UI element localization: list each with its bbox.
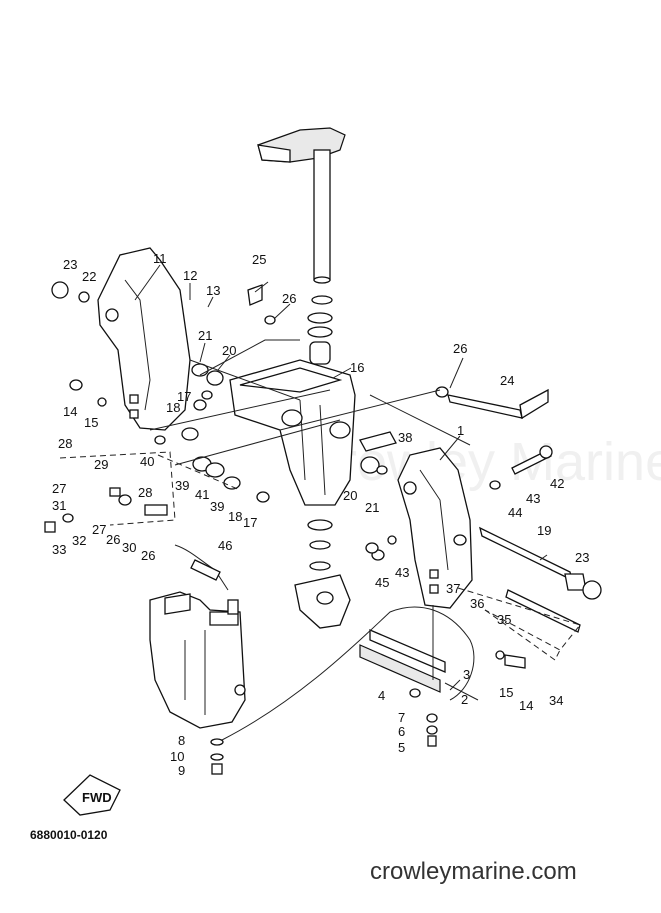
callout-38[interactable]: 38 xyxy=(398,430,412,445)
steering-shaft-illustration xyxy=(257,127,346,387)
callout-1[interactable]: 1 xyxy=(457,423,464,438)
callout-3[interactable]: 3 xyxy=(463,667,470,682)
callout-26[interactable]: 26 xyxy=(453,341,467,356)
callout-6[interactable]: 6 xyxy=(398,724,405,739)
callout-8[interactable]: 8 xyxy=(178,733,185,748)
callout-12[interactable]: 12 xyxy=(183,268,197,283)
left-clamp-bracket-illustration xyxy=(51,247,191,431)
callout-37[interactable]: 37 xyxy=(446,581,460,596)
callout-15[interactable]: 15 xyxy=(499,685,513,700)
callout-15[interactable]: 15 xyxy=(84,415,98,430)
callout-5[interactable]: 5 xyxy=(398,740,405,755)
callout-10[interactable]: 10 xyxy=(170,749,184,764)
callout-25[interactable]: 25 xyxy=(252,252,266,267)
callout-14[interactable]: 14 xyxy=(63,404,77,419)
callout-28[interactable]: 28 xyxy=(58,436,72,451)
callout-21[interactable]: 21 xyxy=(198,328,212,343)
callout-18[interactable]: 18 xyxy=(166,400,180,415)
callout-17[interactable]: 17 xyxy=(243,515,257,530)
callout-46[interactable]: 46 xyxy=(218,538,232,553)
callout-43[interactable]: 43 xyxy=(526,491,540,506)
callout-17[interactable]: 17 xyxy=(177,389,191,404)
callout-18[interactable]: 18 xyxy=(228,509,242,524)
power-trim-unit-illustration xyxy=(149,544,246,775)
callout-36[interactable]: 36 xyxy=(470,596,484,611)
callout-27[interactable]: 27 xyxy=(92,522,106,537)
callout-32[interactable]: 32 xyxy=(72,533,86,548)
callout-4[interactable]: 4 xyxy=(378,688,385,703)
website-watermark[interactable]: crowleymarine.com xyxy=(370,858,577,885)
callout-labels: 1 2 3 4 5 6 7 8 9 10 11 12 13 14 14 15 1… xyxy=(52,251,589,778)
callout-13[interactable]: 13 xyxy=(206,283,220,298)
callout-16[interactable]: 16 xyxy=(350,360,364,375)
callout-23[interactable]: 23 xyxy=(575,550,589,565)
callout-24[interactable]: 24 xyxy=(500,373,514,388)
callout-39[interactable]: 39 xyxy=(175,478,189,493)
callout-20[interactable]: 20 xyxy=(343,488,357,503)
callout-29[interactable]: 29 xyxy=(94,457,108,472)
callout-39[interactable]: 39 xyxy=(210,499,224,514)
watermark-text: Crowley Marine xyxy=(300,432,661,492)
swivel-bracket-illustration xyxy=(229,359,356,629)
right-clamp-bracket-illustration xyxy=(397,447,473,609)
callout-27[interactable]: 27 xyxy=(52,481,66,496)
fwd-label: FWD xyxy=(82,790,112,805)
callout-2[interactable]: 2 xyxy=(461,692,468,707)
catalog-number: 6880010-0120 xyxy=(30,828,108,842)
callout-30[interactable]: 30 xyxy=(122,540,136,555)
callout-28[interactable]: 28 xyxy=(138,485,152,500)
callout-33[interactable]: 33 xyxy=(52,542,66,557)
callout-35[interactable]: 35 xyxy=(497,612,511,627)
callout-26[interactable]: 26 xyxy=(282,291,296,306)
small-parts-illustration xyxy=(44,284,467,561)
callout-31[interactable]: 31 xyxy=(52,498,66,513)
callout-45[interactable]: 45 xyxy=(375,575,389,590)
callout-22[interactable]: 22 xyxy=(82,269,96,284)
callout-41[interactable]: 41 xyxy=(195,487,209,502)
fwd-arrow-icon: FWD xyxy=(63,774,121,816)
callout-7[interactable]: 7 xyxy=(398,710,405,725)
callout-11[interactable]: 11 xyxy=(153,251,167,266)
callout-19[interactable]: 19 xyxy=(537,523,551,538)
trim-plate-illustration xyxy=(359,629,446,747)
callout-20[interactable]: 20 xyxy=(222,343,236,358)
callout-23[interactable]: 23 xyxy=(63,257,77,272)
tilt-rod-illustration xyxy=(359,388,602,669)
callout-44[interactable]: 44 xyxy=(508,505,522,520)
callout-40[interactable]: 40 xyxy=(140,454,154,469)
callout-14[interactable]: 14 xyxy=(519,698,533,713)
callout-43[interactable]: 43 xyxy=(395,565,409,580)
callout-26[interactable]: 26 xyxy=(141,548,155,563)
callout-21[interactable]: 21 xyxy=(365,500,379,515)
callout-26[interactable]: 26 xyxy=(106,532,120,547)
callout-42[interactable]: 42 xyxy=(550,476,564,491)
callout-34[interactable]: 34 xyxy=(549,693,563,708)
leader-lines xyxy=(59,264,581,741)
callout-9[interactable]: 9 xyxy=(178,763,185,778)
